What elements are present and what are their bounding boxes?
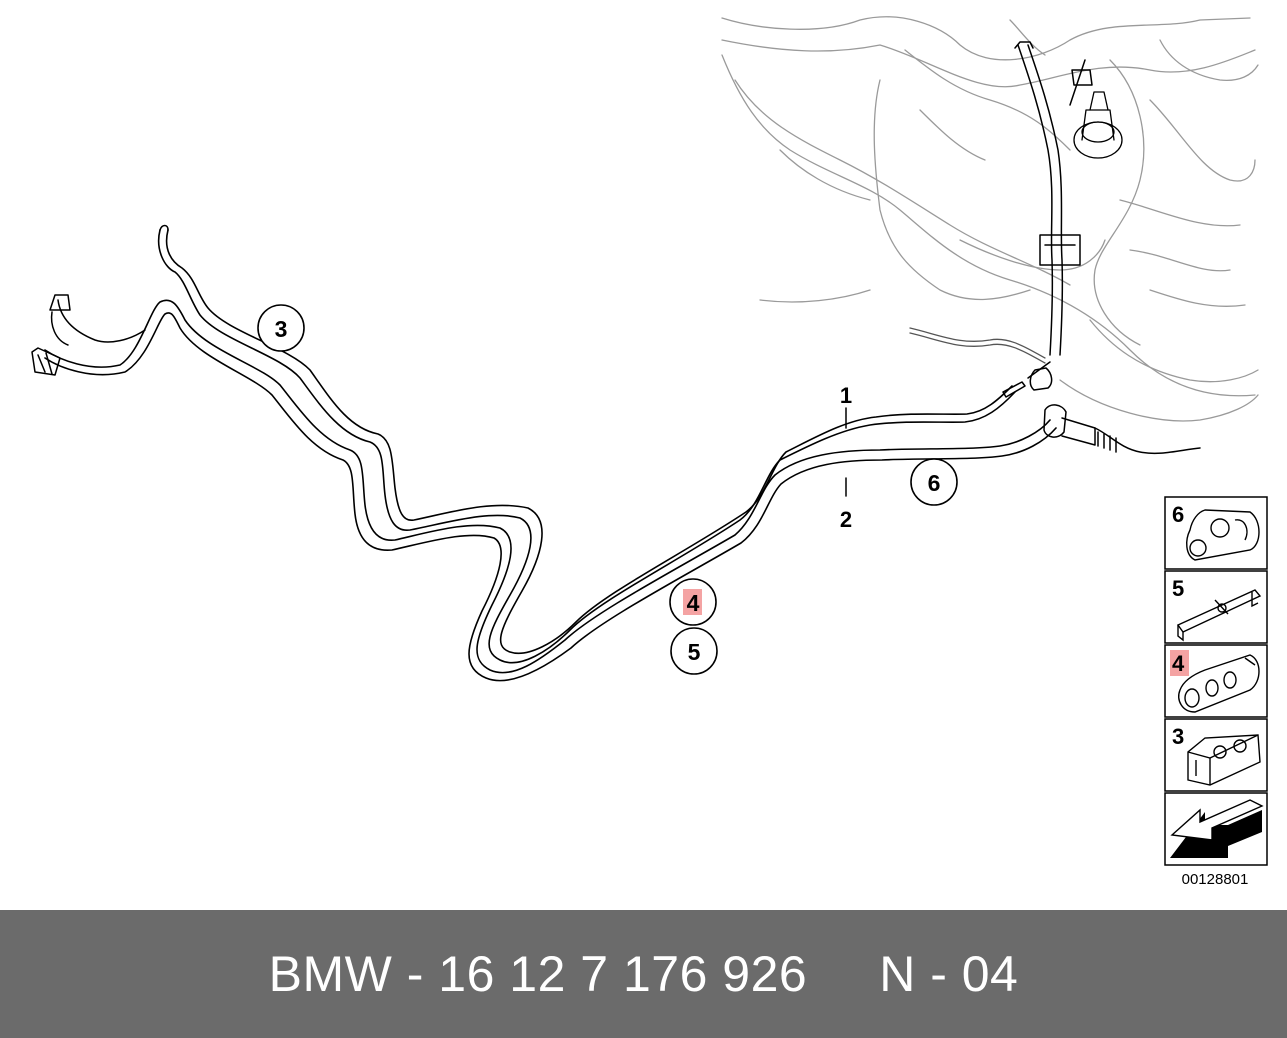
- tank-filler-cap: [1073, 91, 1123, 159]
- legend-panel-4-number: 4: [1172, 651, 1185, 676]
- callout-6[interactable]: 6: [910, 458, 958, 506]
- callout-3-label: 3: [275, 316, 288, 342]
- ref-1-label: 1: [840, 383, 852, 408]
- clip-3-icon: [1187, 734, 1261, 786]
- callout-4-highlight: [683, 589, 702, 615]
- legend-panels: 6 5 4: [1164, 496, 1268, 866]
- model-code-text: N - 04: [879, 946, 1019, 1002]
- legend-panel-6[interactable]: 6: [1164, 496, 1268, 570]
- fuel-line-1: [157, 224, 1016, 664]
- callout-6-label: 6: [928, 470, 941, 496]
- legend-panel-5-number: 5: [1172, 576, 1184, 601]
- parts-diagram: 1 2 3 4 5 6 6 5: [31, 16, 1268, 888]
- callout-4-label: 4: [687, 590, 700, 616]
- fuel-line-2: [44, 299, 1057, 682]
- part-number-text: BMW - 16 12 7 176 926: [268, 946, 808, 1002]
- clip-6-icon: [1186, 509, 1260, 561]
- legend-panel-3-number: 3: [1172, 724, 1184, 749]
- footer-bar: BMW - 16 12 7 176 926 N - 04: [0, 910, 1287, 1038]
- right-connectors: [1002, 381, 1201, 455]
- ref-2-label: 2: [840, 507, 852, 532]
- diagram-number: 00128801: [1182, 871, 1249, 888]
- bracket-5-icon: [1176, 589, 1262, 642]
- legend-panel-arrow[interactable]: [1164, 792, 1268, 866]
- legend-panel-3[interactable]: 3: [1164, 718, 1268, 792]
- legend-panel-4-highlight: [1170, 650, 1189, 676]
- callout-5[interactable]: 5: [670, 627, 718, 675]
- direction-arrow-icon: [1170, 799, 1264, 858]
- tank-vertical-hose: [1014, 41, 1093, 391]
- legend-panel-4[interactable]: 4: [1164, 644, 1268, 718]
- diagram-svg: 1 2 3 4 5 6 6 5: [31, 16, 1268, 888]
- callout-5-label: 5: [688, 639, 701, 665]
- callout-3[interactable]: 3: [257, 304, 305, 352]
- left-connectors: [31, 294, 146, 376]
- footer-spacer: [807, 945, 879, 1003]
- fuel-tank-outline: [721, 16, 1259, 422]
- tank-small-pipe: [909, 327, 1046, 364]
- callout-4[interactable]: 4: [669, 578, 717, 626]
- legend-panel-6-number: 6: [1172, 502, 1184, 527]
- legend-panel-5[interactable]: 5: [1164, 570, 1268, 644]
- clip-4-icon: [1178, 654, 1260, 713]
